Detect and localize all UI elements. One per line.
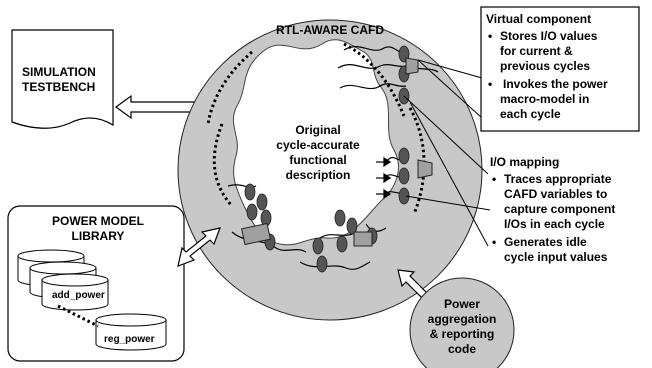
ring-title: RTL-AWARE CAFD	[276, 23, 384, 37]
aggregation-line-2: aggregation	[428, 312, 497, 326]
virtual-bullet-2-line-3: each cycle	[500, 107, 561, 121]
testbench-line-1: SIMULATION	[22, 65, 96, 79]
io-bullet-2-marker: •	[492, 235, 496, 249]
io-bullet-2-line-1: Generates idle	[504, 235, 587, 249]
testbench-line-2: TESTBENCH	[22, 80, 95, 94]
core-text-1: Original	[295, 123, 340, 137]
virtual-component-box	[480, 6, 640, 132]
virtual-bullet-1-line-3: previous cycles	[500, 59, 590, 73]
rtl-components	[241, 57, 433, 247]
virtual-bullet-1-line-2: for current &	[500, 44, 573, 58]
library-title-1: POWER MODEL	[52, 214, 144, 228]
variable-nodes	[244, 45, 410, 273]
testbench-document	[11, 29, 114, 129]
aggregation-circle	[409, 277, 515, 368]
virtual-bullet-2-marker: •	[488, 77, 492, 91]
io-bullet-1-marker: •	[492, 172, 496, 186]
io-bullet-1-line-2: CAFD variables to	[504, 187, 607, 201]
virtual-bullet-2-line-1: Invokes the power	[503, 77, 608, 91]
io-bullet-1-line-1: Traces appropriate	[504, 172, 612, 186]
core-text-3: functional	[289, 153, 346, 167]
library-title-2: LIBRARY	[72, 229, 125, 243]
aggregation-line-3: & reporting	[430, 327, 495, 341]
inner-arrows	[376, 156, 392, 200]
virtual-bullet-1-line-1: Stores I/O values	[500, 29, 598, 43]
aggregation-line-4: code	[448, 342, 476, 356]
library-add-label: add_power	[52, 290, 105, 301]
virtual-bullet-2-line-2: macro-model in	[500, 92, 589, 106]
virtual-bullet-1-marker: •	[488, 29, 492, 43]
io-bullet-1-line-4: I/Os in each cycle	[504, 217, 605, 231]
library-cylinders	[17, 249, 167, 351]
core-text-2: cycle-accurate	[276, 138, 360, 152]
io-bullet-1-line-3: capture component	[504, 202, 615, 216]
dotted-flow	[206, 42, 426, 215]
virtual-component-title: Virtual component	[486, 12, 591, 26]
library-arrow	[177, 227, 221, 267]
aggregation-line-1: Power	[444, 297, 480, 311]
io-mapping-title: I/O mapping	[490, 155, 559, 169]
library-dotted-link	[57, 304, 99, 328]
core-text-4: description	[286, 168, 351, 182]
callout-lines	[403, 59, 491, 247]
io-bullet-2-line-2: cycle input values	[504, 250, 608, 264]
functional-core	[232, 39, 399, 246]
library-reg-label: reg_power	[104, 334, 155, 345]
